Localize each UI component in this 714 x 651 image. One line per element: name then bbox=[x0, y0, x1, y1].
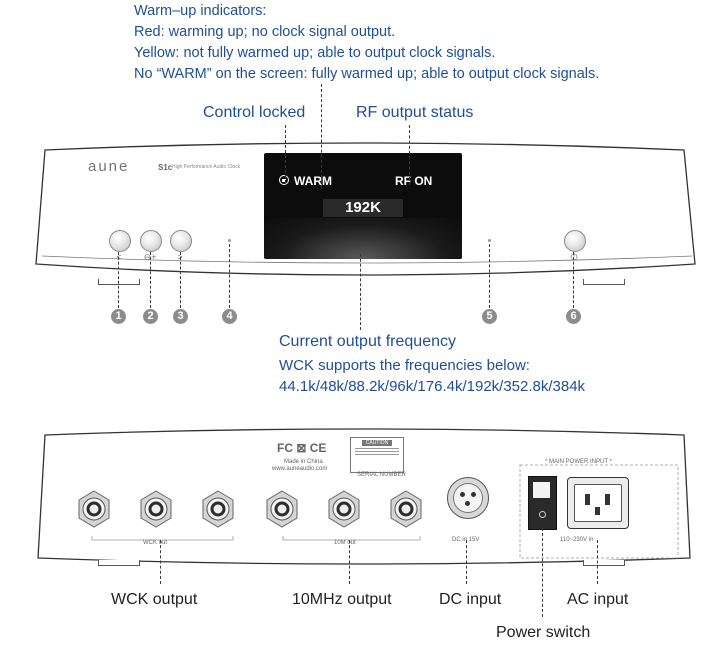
model-description: High Performance Audio Clock bbox=[172, 164, 241, 170]
model-name: S1c bbox=[158, 163, 173, 172]
leader-power-switch bbox=[542, 528, 543, 617]
ac-input-socket[interactable] bbox=[567, 477, 629, 529]
leader-6 bbox=[573, 252, 574, 308]
wck-supports-text: WCK supports the frequencies below: bbox=[279, 357, 530, 374]
warmup-red: Red: warming up; no clock signal output. bbox=[134, 24, 396, 40]
current-output-frequency-label: Current output frequency bbox=[279, 333, 456, 350]
power-symbol: ⏻ bbox=[570, 252, 578, 262]
warmup-yellow: Yellow: not fully warmed up; able to out… bbox=[134, 45, 496, 61]
left-button[interactable] bbox=[109, 230, 131, 252]
wck-out-connector-3[interactable] bbox=[199, 490, 237, 528]
mhz-out-connector-3[interactable] bbox=[387, 490, 425, 528]
wck-out-connector-2[interactable] bbox=[137, 490, 175, 528]
leader-10mhz-output bbox=[349, 540, 350, 584]
warmup-title: Warm–up indicators: bbox=[134, 3, 267, 19]
leader-warm bbox=[321, 84, 322, 188]
cert-marks: FC ⊠ CE bbox=[277, 441, 327, 455]
indicator-led-left bbox=[228, 239, 231, 242]
leader-3 bbox=[180, 252, 181, 308]
website: www.auneaudio.com bbox=[272, 466, 328, 472]
rear-panel-outline bbox=[37, 428, 691, 565]
leader-rf bbox=[409, 125, 410, 185]
display-screen: WARM RF ON 192K bbox=[264, 153, 462, 259]
power-button[interactable] bbox=[564, 230, 586, 252]
wck-out-connector-1[interactable] bbox=[75, 490, 113, 528]
rear-foot-right bbox=[583, 560, 625, 566]
mhz-out-connector-1[interactable] bbox=[263, 490, 301, 528]
leader-4 bbox=[229, 244, 230, 308]
ac-input-label: AC input bbox=[567, 591, 629, 608]
right-symbol: > bbox=[177, 252, 183, 262]
rear-foot-left bbox=[98, 560, 140, 566]
screen-freq-box bbox=[323, 199, 403, 217]
leader-ac-input bbox=[597, 540, 598, 584]
front-foot-left bbox=[98, 279, 140, 285]
leader-dc-input bbox=[466, 540, 467, 584]
serial-number: SERIAL NUMBER bbox=[357, 472, 406, 478]
right-button[interactable] bbox=[170, 230, 192, 252]
frequency-list: 44.1k/48k/88.2k/96k/176.4k/192k/352.8k/3… bbox=[279, 378, 586, 395]
leader-wck-output bbox=[160, 540, 161, 584]
main-power-input-label: * MAIN POWER INPUT * bbox=[545, 459, 612, 465]
caution-text: CAUTION bbox=[362, 440, 392, 446]
ac-range-label: 110~230V in bbox=[560, 537, 594, 543]
lock-symbol: ⊖+ bbox=[143, 252, 157, 262]
badge-5: 5 bbox=[482, 309, 497, 324]
mhz-out-label: 10M out bbox=[334, 540, 356, 546]
mhz-out-connector-2[interactable] bbox=[325, 490, 363, 528]
badge-2: 2 bbox=[143, 309, 158, 324]
wck-out-label: WCK out bbox=[143, 540, 168, 546]
brand-logo: aune bbox=[88, 158, 130, 175]
dc-in-label: DC in 15V bbox=[452, 537, 480, 543]
rf-output-status-label: RF output status bbox=[356, 104, 474, 121]
lock-button[interactable] bbox=[140, 230, 162, 252]
screen-rf-on: RF ON bbox=[395, 174, 433, 188]
badge-3: 3 bbox=[173, 309, 188, 324]
badge-4: 4 bbox=[222, 309, 237, 324]
control-locked-label: Control locked bbox=[203, 104, 306, 121]
power-switch[interactable] bbox=[528, 476, 557, 530]
warmup-none: No “WARM” on the screen: fully warmed up… bbox=[134, 66, 600, 82]
dc-input-connector[interactable] bbox=[447, 477, 489, 519]
leader-frequency bbox=[360, 254, 361, 330]
made-in-china: Made in China bbox=[284, 459, 323, 465]
leader-5 bbox=[489, 244, 490, 308]
leader-1 bbox=[118, 252, 119, 308]
dc-input-label: DC input bbox=[439, 591, 502, 608]
left-symbol: < bbox=[116, 252, 122, 262]
screen-frequency: 192K bbox=[345, 199, 381, 216]
indicator-led-right bbox=[488, 239, 491, 242]
front-foot-right bbox=[583, 279, 625, 285]
leader-2 bbox=[150, 252, 151, 308]
badge-6: 6 bbox=[566, 309, 581, 324]
badge-1: 1 bbox=[111, 309, 126, 324]
caution-label: CAUTION bbox=[350, 437, 404, 473]
10mhz-output-label: 10MHz output bbox=[292, 591, 392, 608]
screen-warm: WARM bbox=[294, 174, 332, 188]
wck-output-label: WCK output bbox=[111, 591, 198, 608]
leader-control-locked bbox=[285, 125, 286, 183]
lock-icon bbox=[279, 175, 289, 185]
power-switch-label: Power switch bbox=[496, 624, 591, 641]
